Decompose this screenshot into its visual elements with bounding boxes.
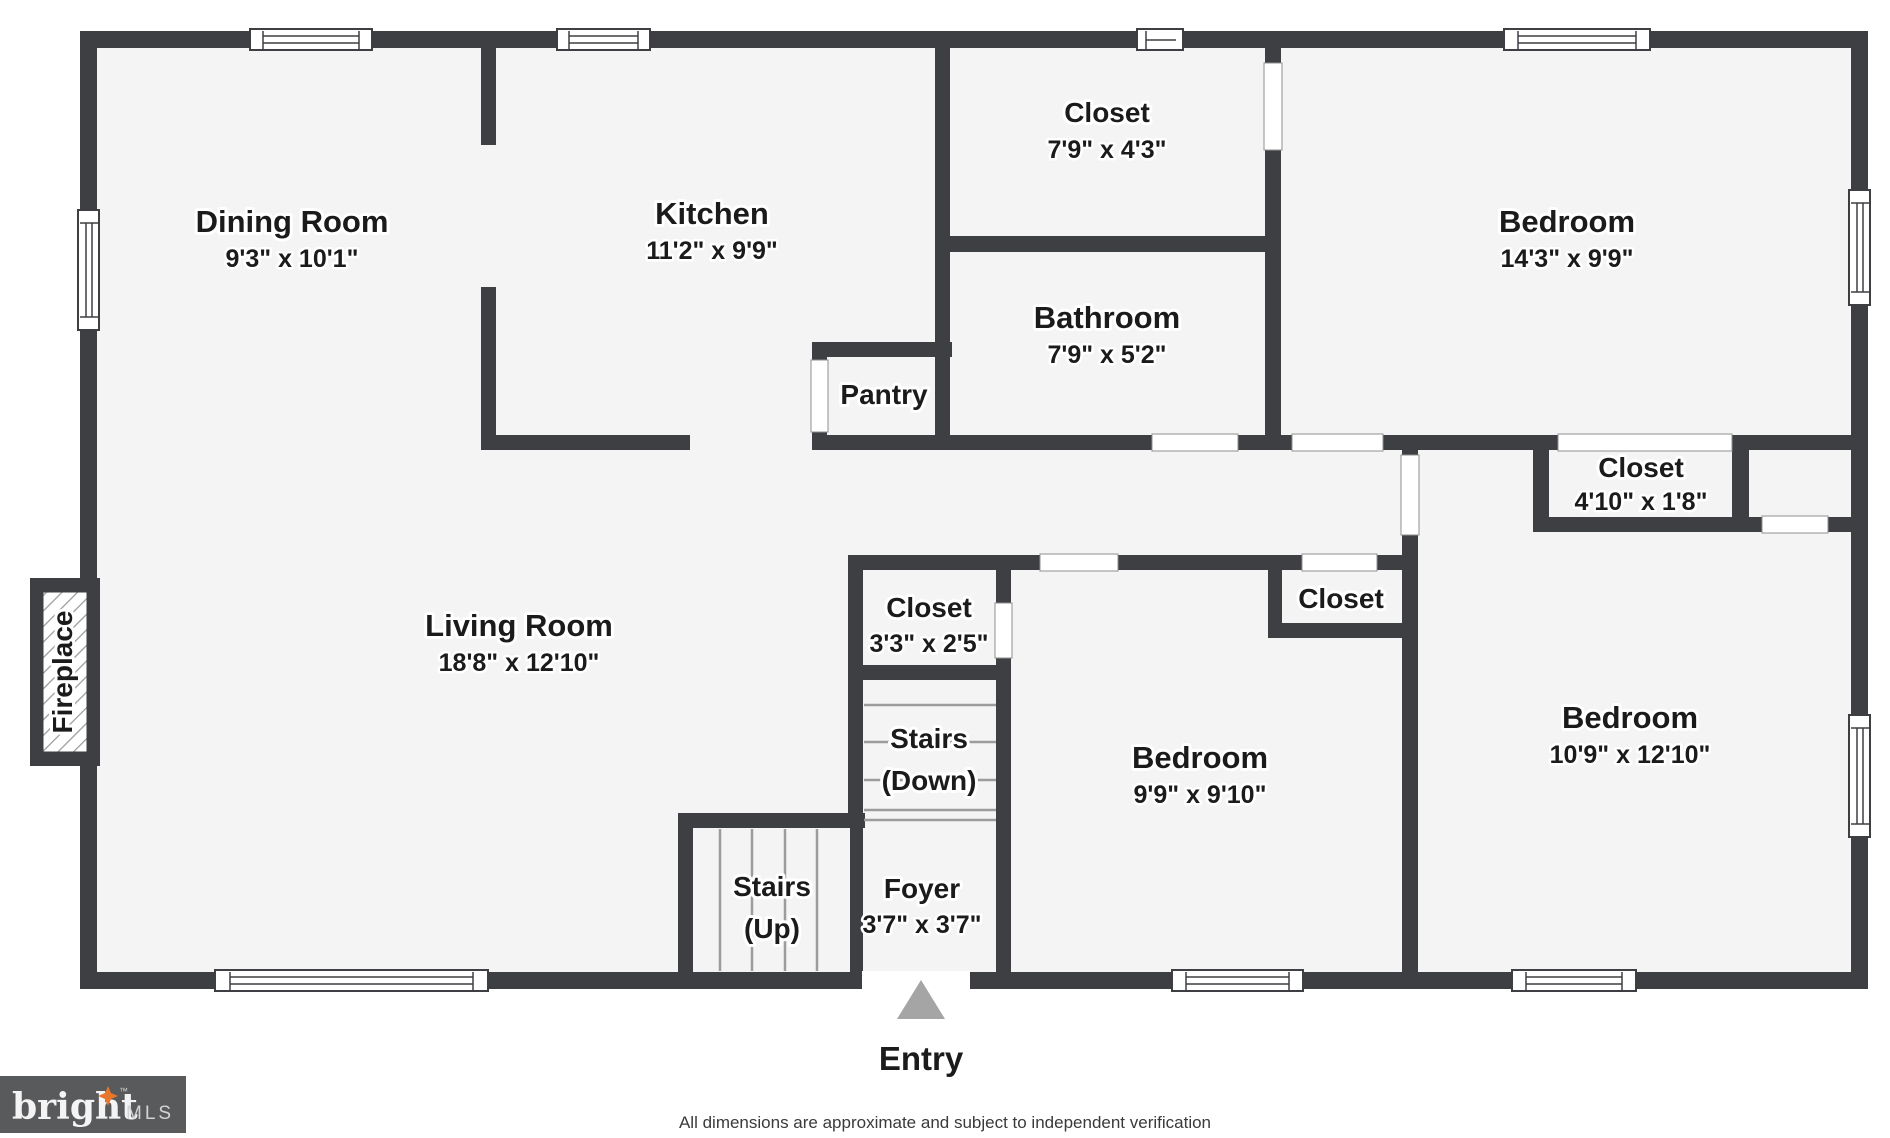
- door-closet-hall: [1301, 553, 1378, 572]
- door-pantry: [810, 359, 829, 433]
- room-dims-foyer: 3'7" x 3'7": [862, 911, 981, 939]
- stairs-down-treads: [864, 703, 996, 822]
- fireplace: Fireplace: [30, 578, 100, 766]
- wall-exterior-top: [80, 31, 1868, 48]
- window-living-bottom: [214, 969, 489, 992]
- room-dims-closet-top: 7'9" x 4'3": [1047, 136, 1166, 164]
- disclaimer-text: All dimensions are approximate and subje…: [679, 1113, 1211, 1132]
- window-dining-top: [249, 28, 373, 51]
- room-dims-bedroom-mid: 9'9" x 9'10": [1134, 781, 1267, 809]
- logo-brand-text: bright: [12, 1086, 138, 1128]
- door-closet-right: [1557, 433, 1733, 452]
- room-label-closet-mid: Closet: [886, 592, 972, 623]
- room-label-bathroom: Bathroom: [1034, 300, 1180, 335]
- window-dining-left: [77, 209, 100, 331]
- room-label-pantry: Pantry: [840, 379, 928, 410]
- room-label-dining: Dining Room: [196, 204, 389, 239]
- wall-exterior-right: [1851, 31, 1868, 989]
- room-dims-bedroom-right: 10'9" x 12'10": [1550, 741, 1711, 769]
- door-closet-mid: [994, 602, 1013, 659]
- room-label-stairs-down-1: Stairs: [890, 723, 968, 754]
- room-label-stairs-down-2: (Down): [882, 765, 977, 796]
- walls: [80, 31, 1868, 989]
- window-bedroom-top-right: [1848, 189, 1871, 306]
- wall-exterior-left: [80, 31, 97, 989]
- entry-arrow-icon: [897, 980, 945, 1019]
- room-label-bedroom-mid: Bedroom: [1132, 740, 1268, 775]
- room-label-closet-top: Closet: [1064, 97, 1150, 128]
- logo-background: [0, 1076, 186, 1133]
- door-closet-top: [1263, 62, 1283, 151]
- room-dims-closet-mid: 3'3" x 2'5": [869, 630, 988, 658]
- entry-label: Entry: [879, 1040, 964, 1077]
- window-bedroom-right-right: [1848, 714, 1871, 838]
- window-bedroom-top: [1503, 28, 1651, 51]
- window-closet-top: [1136, 28, 1184, 51]
- fireplace-label: Fireplace: [47, 611, 78, 734]
- room-dims-bathroom: 7'9" x 5'2": [1047, 341, 1166, 369]
- wall-exterior-bottom: [80, 972, 1868, 989]
- window-kitchen-top: [556, 28, 651, 51]
- window-bedroom-right-bottom: [1511, 969, 1637, 992]
- door-openings: [810, 62, 1829, 659]
- door-closet-unlabeled: [1761, 515, 1829, 534]
- door-bathroom: [1151, 433, 1239, 452]
- logo-spark-icon: [98, 1086, 118, 1106]
- room-dims-bedroom-top: 14'3" x 9'9": [1501, 245, 1634, 273]
- door-bedroom-mid: [1039, 553, 1119, 572]
- room-label-bedroom-top: Bedroom: [1499, 204, 1635, 239]
- logo-brightmls: bright ™ MLS: [0, 1076, 186, 1133]
- room-label-stairs-up-1: Stairs: [733, 871, 811, 902]
- floor-area: [97, 48, 1851, 972]
- door-bedroom-top: [1291, 433, 1384, 452]
- windows: [77, 28, 1871, 992]
- room-dims-living: 18'8" x 12'10": [439, 649, 600, 677]
- window-bedroom-mid-bottom: [1171, 969, 1304, 992]
- room-dims-closet-right: 4'10" x 1'8": [1575, 488, 1708, 516]
- logo-suffix-text: MLS: [126, 1103, 174, 1124]
- room-labels: Dining Room 9'3" x 10'1" Kitchen 11'2" x…: [193, 94, 1713, 947]
- room-label-closet-hall: Closet: [1298, 583, 1384, 614]
- room-label-bedroom-right: Bedroom: [1562, 700, 1698, 735]
- room-label-kitchen: Kitchen: [655, 196, 769, 231]
- room-label-closet-right: Closet: [1598, 452, 1684, 483]
- door-bedroom-right: [1400, 454, 1420, 536]
- room-label-living: Living Room: [425, 608, 613, 643]
- stairs-up-treads: [718, 829, 819, 971]
- room-label-foyer: Foyer: [884, 873, 960, 904]
- logo-tm: ™: [119, 1086, 128, 1096]
- entry-opening: [862, 971, 970, 990]
- room-dims-kitchen: 11'2" x 9'9": [646, 237, 778, 265]
- room-label-stairs-up-2: (Up): [744, 913, 800, 944]
- room-dims-dining: 9'3" x 10'1": [226, 245, 359, 273]
